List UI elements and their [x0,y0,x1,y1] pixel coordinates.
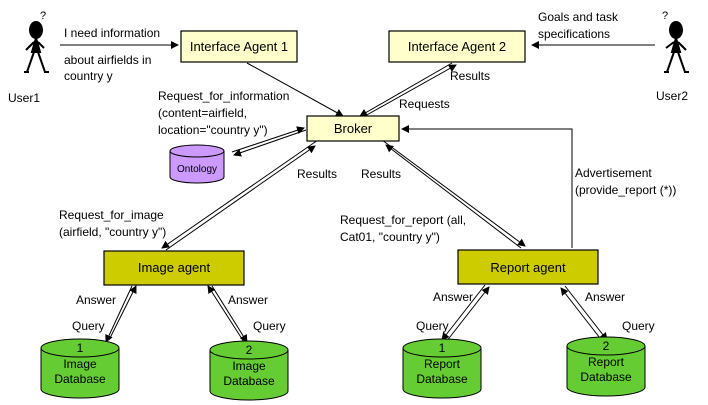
interface-agent-2-label: Interface Agent 2 [408,39,506,54]
arrow-broker-ontology-a [233,129,307,157]
request-report-line2: Cat01, "country y") [340,230,440,244]
user2-label: User2 [656,89,688,103]
report-agent-label: Report agent [490,260,566,275]
broker-label: Broker [334,121,373,136]
answer-report-left: Answer [433,290,473,304]
answer-image-right: Answer [228,293,268,307]
arrow-broker-ontology-b [231,126,305,153]
answer-report-right: Answer [585,290,625,304]
image-database-2: 2 Image Database [209,340,289,401]
report-agent-box: Report agent [457,249,599,285]
image-database-1: 1 Image Database [40,338,120,399]
interface-agent-1-box: Interface Agent 1 [180,30,298,63]
arrow-report-agent-db1 [441,284,486,341]
interface-agent-1-label: Interface Agent 1 [190,39,288,54]
image-database-1-line2: Database [54,372,106,386]
report-database-1: 1 Report Database [402,338,482,399]
advertisement-line2: (provide_report (*)) [575,183,676,197]
interface-agent-2-box: Interface Agent 2 [388,30,526,63]
report-database-1-line1: Report [424,357,461,371]
image-database-1-number: 1 [77,341,84,355]
report-database-2-number: 2 [603,339,610,353]
need-info-line1: I need information [64,26,160,40]
arrow-ia2-to-broker [359,62,453,117]
answer-image-left: Answer [76,293,116,307]
report-database-2: 2 Report Database [566,336,646,397]
report-database-1-number: 1 [439,341,446,355]
request-info-line2: (content=airfield, [158,106,247,120]
requests-label: Requests [399,97,450,111]
arrow-image-db1-agent [108,285,137,341]
arrow-image-agent-to-broker [165,145,316,251]
arrow-advertisement [401,125,573,248]
image-database-2-line2: Database [223,374,275,388]
image-database-2-line1: Image [232,359,266,373]
image-database-2-number: 2 [246,343,253,357]
arrow-broker-to-image-agent [161,139,319,249]
arrow-image-db2-agent [207,285,245,343]
arrow-image-agent-db2 [211,285,248,343]
ontology-cylinder: Ontology [169,144,225,184]
request-image-line1: Request_for_image [59,208,164,222]
query-report-left: Query [416,319,449,333]
arrow-report-db2-agent [560,287,604,343]
query-image-right: Query [253,319,286,333]
advertisement-line1: Advertisement [575,166,652,180]
results-report-label: Results [361,167,401,181]
broker-box: Broker [306,115,400,142]
request-image-line2: (airfield, "country y") [59,225,166,239]
results-ia2-label: Results [450,69,490,83]
arrow-broker-to-report-agent [381,139,526,247]
need-info-line3: country y [64,69,113,83]
need-info-line2: about airfields in [64,53,151,67]
arrow-broker-to-ia2 [364,64,457,117]
request-report-line1: Request_for_report (all, [340,213,466,227]
svg-text:?: ? [40,10,46,22]
ontology-label: Ontology [177,164,217,175]
query-report-right: Query [622,319,655,333]
svg-text:?: ? [662,10,668,22]
arrow-report-db1-agent [445,286,490,343]
user1-figure: ? [24,10,49,73]
query-image-left: Query [72,319,105,333]
arrow-report-agent-to-broker [385,144,522,249]
connectors [60,41,655,343]
report-database-2-line2: Database [580,370,632,384]
image-database-1-line1: Image [63,357,97,371]
goals-line2: specifications [538,27,610,41]
user2-figure: ? [662,10,689,73]
arrow-ia1-to-broker [246,62,344,117]
report-database-2-line1: Report [588,355,625,369]
goals-line1: Goals and task [538,10,619,24]
user1-label: User1 [8,91,40,105]
report-database-1-line2: Database [416,372,468,386]
request-info-line1: Request_for_information [158,89,289,103]
arrow-image-agent-db1 [105,285,133,343]
results-image-label: Results [297,167,337,181]
image-agent-label: Image agent [138,260,211,275]
image-agent-box: Image agent [103,250,245,286]
arrow-report-agent-db2 [564,285,608,341]
request-info-line3: location="country y") [158,123,268,137]
